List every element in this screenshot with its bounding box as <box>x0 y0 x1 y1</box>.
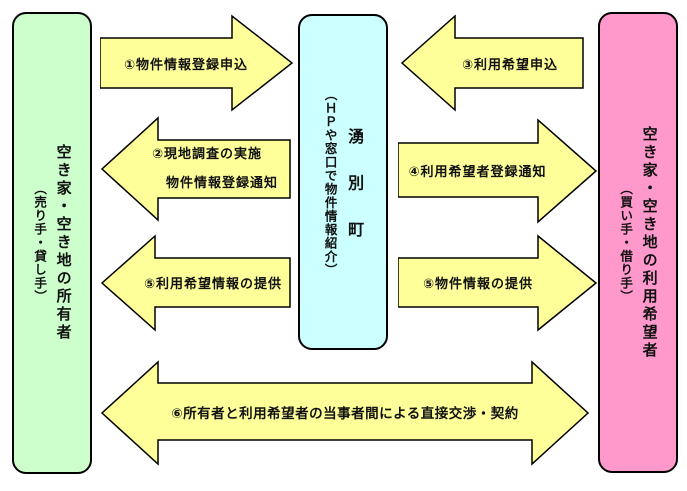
left-arrow-icon <box>400 14 584 112</box>
arrow-5-left-label: ⑤利用希望情報の提供 <box>143 277 282 292</box>
double-arrow-icon <box>100 360 590 466</box>
owner-box-subtitle: （売り手・貸し手） <box>32 182 48 304</box>
seeker-box-subtitle: （買い手・借り手） <box>618 181 634 304</box>
town-subtitle-latin: ＨＰ <box>322 101 338 128</box>
town-box: 湧別町 （ＨＰや窓口で物件情報紹介） <box>298 14 388 350</box>
arrow-site-survey-registration-notice: ②現地調査の実施 物件情報登録通知 <box>100 116 292 222</box>
arrow-user-registration-notice: ④利用希望者登録通知 <box>398 118 598 224</box>
left-arrow-icon <box>100 116 291 222</box>
arrow-property-info-provision: ⑤物件情報の提供 <box>398 234 598 332</box>
right-arrow-icon <box>398 118 598 224</box>
arrow-use-application: ③利用希望申込 <box>400 14 585 112</box>
arrow-5-right-label: ⑤物件情報の提供 <box>422 277 533 292</box>
arrow-2-label-line2: 物件情報登録通知 <box>166 176 279 191</box>
arrow-2-label: ②現地調査の実施 物件情報登録通知 <box>152 140 278 198</box>
left-arrow-icon <box>100 234 291 332</box>
owner-box-title: 空き家・空き地の所有者 <box>54 144 73 342</box>
arrow-1-label: ①物件情報登録申込 <box>123 57 248 73</box>
arrow-6-label: ⑥所有者と利用希望者の当事者間による直接交渉・契約 <box>171 405 519 422</box>
town-box-title: 湧別町 <box>345 127 365 267</box>
owner-box: 空き家・空き地の所有者 （売り手・貸し手） <box>12 12 92 474</box>
arrow-3-label: ③利用希望申込 <box>461 57 558 73</box>
arrow-2-label-line1: ②現地調査の実施 <box>152 147 263 162</box>
seeker-box-title: 空き家・空き地の利用希望者 <box>640 125 659 360</box>
arrow-use-request-info-provision: ⑤利用希望情報の提供 <box>100 234 292 332</box>
right-arrow-icon <box>398 234 598 332</box>
town-subtitle-open: （ <box>322 87 338 102</box>
arrow-property-registration-application: ①物件情報登録申込 <box>100 14 295 112</box>
arrow-4-label: ④利用希望者登録通知 <box>408 164 547 180</box>
town-box-subtitle: （ＨＰや窓口で物件情報紹介） <box>322 87 338 277</box>
seeker-box: 空き家・空き地の利用希望者 （買い手・借り手） <box>598 12 678 473</box>
right-arrow-icon <box>100 14 294 112</box>
town-subtitle-rest: や窓口で物件情報紹介） <box>322 128 338 277</box>
arrow-direct-negotiation-contract: ⑥所有者と利用希望者の当事者間による直接交渉・契約 <box>100 360 590 466</box>
